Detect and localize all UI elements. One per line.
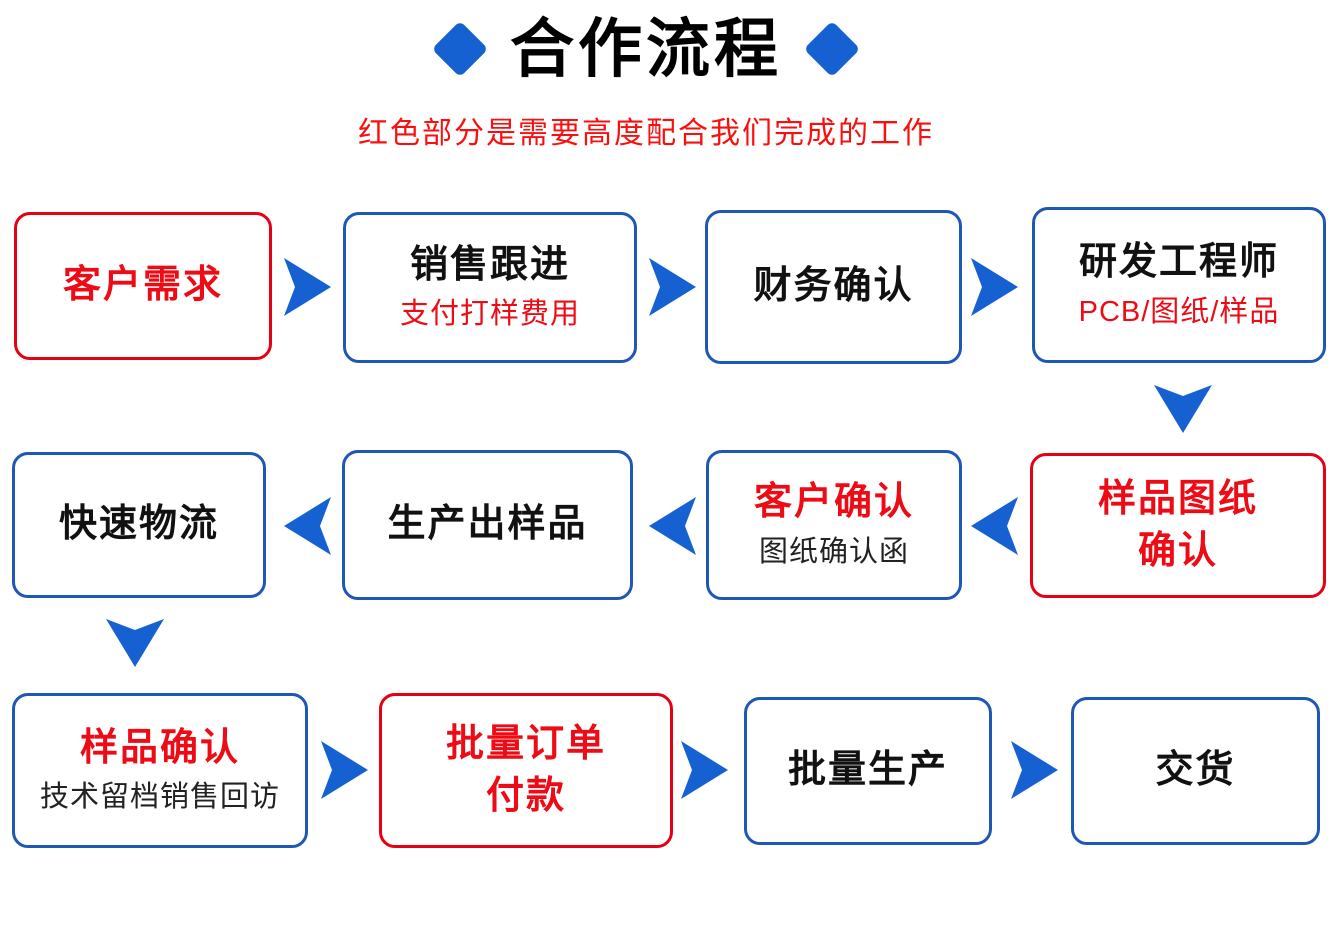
node-sample-confirm: 样品确认 技术留档销售回访	[12, 693, 308, 848]
node-label: 批量订单	[445, 722, 606, 765]
flow-arrow-right-icon	[1011, 741, 1058, 799]
flow-arrow-down-icon	[1154, 385, 1212, 433]
node-label: 样品确认	[79, 726, 240, 769]
node-label: 生产出样品	[387, 503, 588, 546]
node-label: 销售跟进	[409, 243, 570, 286]
node-label-line2: 确认	[1137, 529, 1218, 572]
node-finance-confirm: 财务确认	[705, 210, 962, 364]
diamond-right-icon	[803, 20, 861, 78]
flow-arrow-right-icon	[284, 258, 331, 316]
flow-arrow-left-icon	[649, 497, 696, 555]
node-sales-follow-up: 销售跟进 支付打样费用	[343, 212, 637, 363]
node-label: 客户确认	[753, 481, 914, 524]
node-label: 样品图纸	[1097, 477, 1258, 520]
node-sublabel: 支付打样费用	[399, 298, 580, 331]
node-sublabel: 技术留档销售回访	[39, 781, 280, 814]
page-header: 合作流程	[0, 14, 1292, 84]
node-customer-confirm: 客户确认 图纸确认函	[706, 450, 962, 600]
node-sublabel: PCB/图纸/样品	[1078, 295, 1280, 328]
node-label-line2: 付款	[485, 774, 566, 817]
diamond-left-icon	[431, 20, 489, 78]
node-sample-drawing-confirm: 样品图纸 确认	[1030, 453, 1326, 598]
flow-arrow-right-icon	[321, 741, 368, 799]
flow-arrow-left-icon	[284, 497, 331, 555]
node-label: 研发工程师	[1078, 241, 1279, 284]
node-delivery: 交货	[1071, 697, 1320, 845]
node-label: 财务确认	[753, 265, 914, 308]
flow-arrow-right-icon	[971, 258, 1018, 316]
flow-arrow-left-icon	[971, 497, 1018, 555]
node-customer-demand: 客户需求	[14, 212, 272, 360]
node-label: 交货	[1155, 749, 1236, 792]
node-mass-production: 批量生产	[744, 697, 992, 845]
node-bulk-order-payment: 批量订单 付款	[379, 693, 673, 848]
node-label: 快速物流	[58, 503, 219, 546]
node-produce-sample: 生产出样品	[342, 450, 633, 600]
flow-arrow-right-icon	[681, 741, 728, 799]
node-label: 客户需求	[62, 264, 223, 307]
node-label: 批量生产	[787, 749, 948, 792]
node-rd-engineer: 研发工程师 PCB/图纸/样品	[1032, 207, 1326, 363]
page-title: 合作流程	[510, 13, 782, 85]
flow-arrow-down-icon	[106, 619, 164, 667]
node-fast-logistics: 快速物流	[12, 452, 266, 598]
flow-arrow-right-icon	[649, 258, 696, 316]
page-subtitle: 红色部分是需要高度配合我们完成的工作	[358, 117, 934, 150]
node-sublabel: 图纸确认函	[758, 535, 909, 568]
